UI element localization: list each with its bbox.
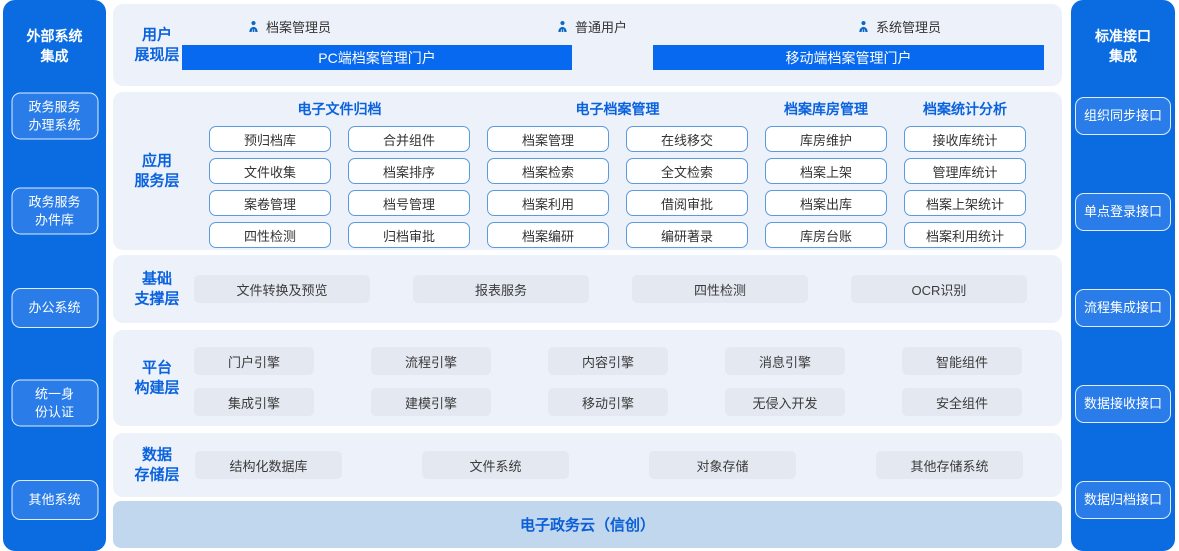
- external-systems-title: 外部系统 集成: [26, 28, 83, 65]
- user-presentation-layer: 用户 展现层 档案管理员 普通用户 系统管理员 PC端档案管理门户 移动端档案管…: [113, 4, 1062, 86]
- egov-cloud-bar: 电子政务云（信创）: [113, 501, 1062, 548]
- interface-item-org-sync: 组织同步接口: [1075, 97, 1171, 135]
- external-system-item-gov-service-system: 政务服务 办理系统: [11, 92, 98, 140]
- app-module-box: 档案利用: [487, 190, 609, 216]
- external-system-item-unified-identity: 统一身 份认证: [11, 379, 98, 427]
- app-module-box: 四性检测: [209, 222, 331, 248]
- app-module-box: 借阅审批: [626, 190, 748, 216]
- mobile-portal-bar: 移动端档案管理门户: [653, 45, 1044, 70]
- app-group-header-file-archiving: 电子文件归档: [297, 101, 382, 117]
- external-system-item-office-system: 办公系统: [11, 288, 98, 328]
- app-module-box: 档号管理: [348, 190, 470, 216]
- app-module-box: 档案管理: [487, 126, 609, 152]
- pc-portal-bar: PC端档案管理门户: [182, 45, 572, 70]
- app-module-box: 案卷管理: [209, 190, 331, 216]
- app-module-box: 档案检索: [487, 158, 609, 184]
- platform-engine-box: 无侵入开发: [725, 388, 845, 416]
- interface-item-sso: 单点登录接口: [1075, 193, 1171, 231]
- layer-label-platform: 平台 构建层: [134, 359, 180, 397]
- support-service-box: 报表服务: [413, 275, 589, 303]
- storage-box: 对象存储: [649, 451, 796, 479]
- external-system-item-other-systems: 其他系统: [11, 480, 98, 520]
- app-module-box: 全文检索: [626, 158, 748, 184]
- application-service-layer: 应用 服务层 电子文件归档 电子档案管理 档案库房管理 档案统计分析 预归档库 …: [113, 92, 1062, 250]
- platform-construction-layer: 平台 构建层 门户引擎 流程引擎 内容引擎 消息引擎 智能组件 集成引擎 建模引…: [113, 330, 1062, 426]
- layer-label-application: 应用 服务层: [134, 152, 180, 190]
- app-module-box: 档案上架: [765, 158, 887, 184]
- interface-item-data-receive: 数据接收接口: [1075, 385, 1171, 423]
- app-module-box: 库房维护: [765, 126, 887, 152]
- interface-item-process-integration: 流程集成接口: [1075, 289, 1171, 327]
- platform-engine-box: 门户引擎: [194, 347, 314, 375]
- user-role-normal-user: 普通用户: [557, 17, 627, 36]
- user-icon: [858, 20, 869, 33]
- platform-engines-row-2: 集成引擎 建模引擎 移动引擎 无侵入开发 安全组件: [194, 388, 1022, 416]
- platform-engine-box: 安全组件: [902, 388, 1022, 416]
- storage-box: 其他存储系统: [876, 451, 1023, 479]
- app-module-box: 档案编研: [487, 222, 609, 248]
- layer-label-presentation: 用户 展现层: [134, 26, 180, 64]
- external-systems-panel: 外部系统 集成 政务服务 办理系统 政务服务 办件库 办公系统 统一身 份认证 …: [3, 0, 106, 551]
- app-module-box: 文件收集: [209, 158, 331, 184]
- platform-engines-rows: 门户引擎 流程引擎 内容引擎 消息引擎 智能组件 集成引擎 建模引擎 移动引擎 …: [194, 347, 1022, 416]
- platform-engine-box: 移动引擎: [548, 388, 668, 416]
- support-service-box: 四性检测: [632, 275, 808, 303]
- app-module-box: 编研著录: [626, 222, 748, 248]
- app-group-header-archive-management: 电子档案管理: [575, 101, 660, 117]
- user-icon: [557, 20, 568, 33]
- standard-interfaces-title: 标准接口 集成: [1095, 28, 1151, 65]
- platform-engine-box: 建模引擎: [371, 388, 491, 416]
- storage-box: 文件系统: [422, 451, 569, 479]
- app-group-header-statistics-analysis: 档案统计分析: [923, 101, 1007, 117]
- user-icon: [248, 20, 259, 33]
- app-module-box: 管理库统计: [904, 158, 1026, 184]
- app-module-box: 归档审批: [348, 222, 470, 248]
- support-service-box: OCR识别: [851, 275, 1027, 303]
- app-module-box: 档案排序: [348, 158, 470, 184]
- app-module-box: 库房台账: [765, 222, 887, 248]
- platform-engine-box: 流程引擎: [371, 347, 491, 375]
- user-role-label: 系统管理员: [876, 20, 942, 35]
- app-module-box: 接收库统计: [904, 126, 1026, 152]
- platform-engine-box: 集成引擎: [194, 388, 314, 416]
- interface-item-data-archive: 数据归档接口: [1075, 481, 1171, 519]
- external-system-item-gov-case-库: 政务服务 办件库: [11, 187, 98, 235]
- standard-interfaces-panel: 标准接口 集成 组织同步接口 单点登录接口 流程集成接口 数据接收接口 数据归档…: [1071, 0, 1175, 551]
- user-role-system-admin: 系统管理员: [858, 17, 941, 36]
- platform-engine-box: 内容引擎: [548, 347, 668, 375]
- data-storage-layer: 数据 存储层 结构化数据库 文件系统 对象存储 其他存储系统: [113, 433, 1062, 497]
- layer-label-storage: 数据 存储层: [134, 446, 180, 484]
- app-module-box: 预归档库: [209, 126, 331, 152]
- app-module-box: 在线移交: [626, 126, 748, 152]
- user-role-label: 普通用户: [575, 20, 628, 35]
- storage-box: 结构化数据库: [195, 451, 342, 479]
- app-group-header-storeroom-management: 档案库房管理: [784, 101, 868, 117]
- platform-engine-box: 智能组件: [902, 347, 1022, 375]
- app-module-box: 合并组件: [348, 126, 470, 152]
- platform-engines-row-1: 门户引擎 流程引擎 内容引擎 消息引擎 智能组件: [194, 347, 1022, 375]
- support-service-box: 文件转换及预览: [194, 275, 370, 303]
- support-services-row: 文件转换及预览 报表服务 四性检测 OCR识别: [194, 275, 1027, 303]
- app-module-box: 档案上架统计: [904, 190, 1026, 216]
- user-role-label: 档案管理员: [266, 20, 332, 35]
- app-module-box: 档案出库: [765, 190, 887, 216]
- storage-boxes-row: 结构化数据库 文件系统 对象存储 其他存储系统: [195, 451, 1023, 479]
- application-module-grid: 电子文件归档 电子档案管理 档案库房管理 档案统计分析 预归档库 合并组件 档案…: [209, 98, 1026, 248]
- layer-label-support: 基础 支撑层: [134, 270, 180, 308]
- basic-support-layer: 基础 支撑层 文件转换及预览 报表服务 四性检测 OCR识别: [113, 255, 1062, 323]
- user-role-archive-admin: 档案管理员: [248, 17, 331, 36]
- platform-engine-box: 消息引擎: [725, 347, 845, 375]
- app-module-box: 档案利用统计: [904, 222, 1026, 248]
